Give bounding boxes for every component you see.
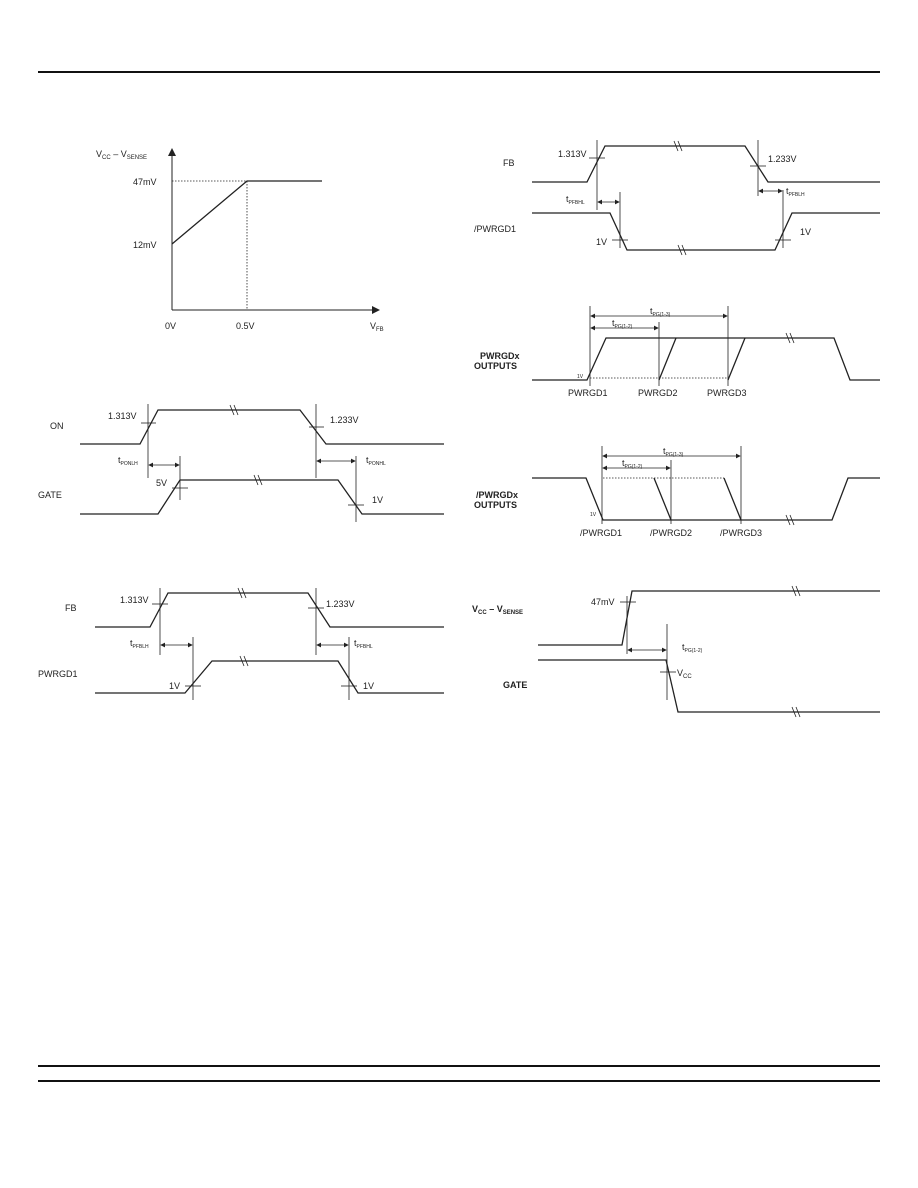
vsense-47mv-threshold: 47mV bbox=[591, 597, 615, 607]
pwrgd2-marker: PWRGD2 bbox=[638, 388, 678, 398]
pwrgdx-waveform bbox=[532, 337, 880, 381]
inv-pwrgdx-outputs-label: OUTPUTS bbox=[474, 500, 517, 510]
inv-pwrgd1-waveform bbox=[532, 212, 880, 251]
x-axis-label: VFB bbox=[370, 321, 384, 333]
t-pg13-label: tPG(1-3) bbox=[650, 306, 671, 318]
t-pfblh-label-2: tPFBLH bbox=[786, 186, 805, 198]
inv-pwrgd3-marker: /PWRGD3 bbox=[720, 528, 762, 538]
fb-fall-threshold: 1.233V bbox=[326, 599, 355, 609]
inv-pwrgd3-ramp bbox=[723, 477, 742, 521]
t-pg12-label-2: tPG(1-2) bbox=[622, 458, 643, 470]
pwrgd1-waveform bbox=[95, 660, 444, 694]
gate-rise-threshold: 5V bbox=[156, 478, 167, 488]
0-5v-label: 0.5V bbox=[236, 321, 255, 331]
pwrgd1-marker: PWRGD1 bbox=[568, 388, 608, 398]
pwrgd2-ramp bbox=[658, 337, 677, 381]
y-axis-arrow bbox=[168, 148, 176, 156]
pwrgdx-sequence-timing: PWRGDx OUTPUTS 1V tPG(1-3) tPG(1-2) PWRG… bbox=[474, 306, 880, 398]
fb-signal-label: FB bbox=[65, 603, 77, 613]
inv-pwrgd1-rise-threshold: 1V bbox=[800, 227, 811, 237]
inv-pwrgdx-threshold: 1V bbox=[590, 512, 597, 518]
gate-waveform-2 bbox=[538, 659, 880, 713]
inv-pwrgd2-ramp bbox=[653, 477, 672, 521]
t-pfblh-label: tPFBLH bbox=[130, 638, 149, 650]
fb-rise-threshold: 1.313V bbox=[120, 595, 149, 605]
footer-rule-bottom bbox=[38, 1080, 880, 1082]
on-gate-timing: ON GATE 1.313V 1.233V 5V 1V tPONLH tPONH… bbox=[38, 404, 444, 522]
inv-pwrgd2-marker: /PWRGD2 bbox=[650, 528, 692, 538]
inv-pwrgd1-marker: /PWRGD1 bbox=[580, 528, 622, 538]
footer-rule-top bbox=[38, 1065, 880, 1067]
fb-pwrgd1-timing: FB PWRGD1 1.313V 1.233V 1V 1V tPFBLH tPF… bbox=[38, 587, 444, 700]
fb-waveform-2 bbox=[532, 145, 880, 183]
t-pg13-label-2: tPG(1-3) bbox=[663, 446, 684, 458]
inv-pwrgdx-waveform bbox=[532, 477, 880, 521]
foldback-chart: VCC – VSENSE 47mV 12mV 0V 0.5V VFB bbox=[96, 148, 384, 333]
pwrgd1-rise-threshold: 1V bbox=[169, 681, 180, 691]
pwrgdx-label: PWRGDx bbox=[480, 351, 520, 361]
t-pg12-label: tPG(1-2) bbox=[612, 318, 633, 330]
fb-signal-label-2: FB bbox=[503, 158, 515, 168]
y-axis-label: VCC – VSENSE bbox=[96, 149, 147, 161]
t-ponhl-label: tPONHL bbox=[366, 455, 386, 467]
fb-fall-threshold-2: 1.233V bbox=[768, 154, 797, 164]
inv-pwrgdx-sequence-timing: /PWRGDx OUTPUTS 1V tPG(1-3) tPG(1-2) /PW… bbox=[474, 446, 880, 538]
vcc-vsense-waveform bbox=[538, 590, 880, 646]
inv-pwrgd1-signal-label: /PWRGD1 bbox=[474, 224, 516, 234]
pwrgd1-fall-threshold: 1V bbox=[363, 681, 374, 691]
gate-waveform bbox=[80, 479, 444, 515]
gate-signal-label: GATE bbox=[38, 490, 62, 500]
fb-waveform bbox=[95, 592, 444, 628]
12mv-label: 12mV bbox=[133, 240, 157, 250]
fb-rise-threshold-2: 1.313V bbox=[558, 149, 587, 159]
on-signal-label: ON bbox=[50, 421, 64, 431]
gate-signal-label-2: GATE bbox=[503, 680, 527, 690]
on-fall-threshold: 1.233V bbox=[330, 415, 359, 425]
pwrgdx-threshold: 1V bbox=[577, 374, 584, 380]
t-pg12-label-3: tPG(1-2) bbox=[682, 642, 703, 654]
on-waveform bbox=[80, 409, 444, 445]
on-rise-threshold: 1.313V bbox=[108, 411, 137, 421]
vcc-threshold-label: VCC bbox=[677, 668, 692, 680]
header-rule bbox=[38, 71, 880, 73]
47mv-label: 47mV bbox=[133, 177, 157, 187]
fb-inverted-pwrgd1-timing: FB /PWRGD1 1.313V 1.233V 1V 1V tPFBHL tP… bbox=[474, 140, 880, 256]
x-axis-arrow bbox=[372, 306, 380, 314]
inv-pwrgdx-label: /PWRGDx bbox=[476, 490, 518, 500]
pwrgdx-outputs-label: OUTPUTS bbox=[474, 361, 517, 371]
inv-pwrgd1-fall-threshold: 1V bbox=[596, 237, 607, 247]
t-pfbhl-label-2: tPFBHL bbox=[566, 194, 585, 206]
pwrgd3-marker: PWRGD3 bbox=[707, 388, 747, 398]
0v-label: 0V bbox=[165, 321, 176, 331]
pwrgd3-ramp bbox=[727, 337, 746, 381]
current-limit-gate-timing: VCC – VSENSE GATE 47mV tPG(1-2) VCC bbox=[472, 585, 880, 718]
t-pfbhl-label: tPFBHL bbox=[354, 638, 373, 650]
vcc-vsense-signal-label: VCC – VSENSE bbox=[472, 604, 523, 616]
t-ponlh-label: tPONLH bbox=[118, 455, 138, 467]
pwrgd1-signal-label: PWRGD1 bbox=[38, 669, 78, 679]
gate-fall-threshold: 1V bbox=[372, 495, 383, 505]
